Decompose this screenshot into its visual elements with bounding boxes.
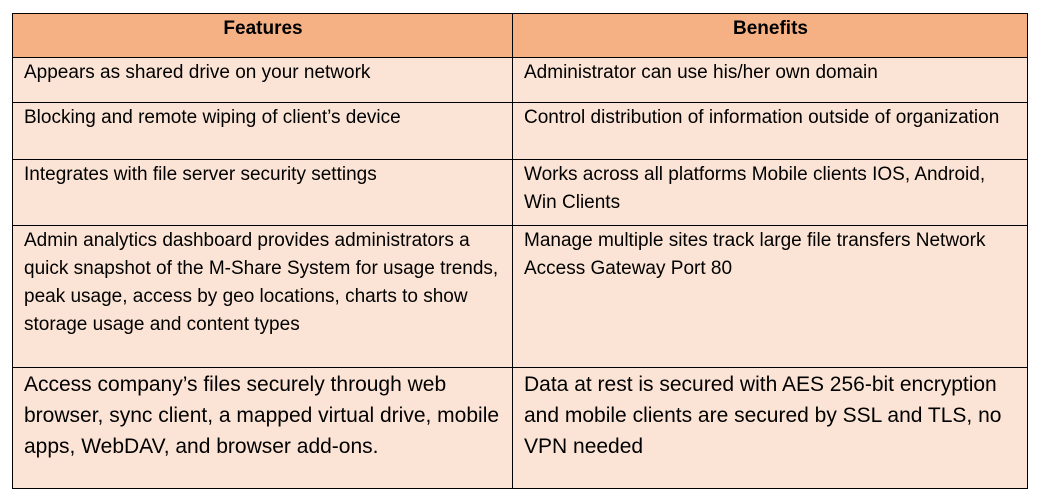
feature-cell: Integrates with file server security set… bbox=[12, 159, 513, 226]
table-row: Appears as shared drive on your network … bbox=[12, 57, 1028, 103]
header-features: Features bbox=[12, 13, 513, 58]
table-header-row: Features Benefits bbox=[12, 13, 1028, 58]
feature-cell: Admin analytics dashboard provides admin… bbox=[12, 225, 513, 368]
feature-cell: Appears as shared drive on your network bbox=[12, 57, 513, 103]
feature-cell: Blocking and remote wiping of client’s d… bbox=[12, 102, 513, 160]
feature-cell: Access company’s files securely through … bbox=[12, 367, 513, 489]
benefit-cell: Works across all platforms Mobile client… bbox=[512, 159, 1028, 226]
table-row: Integrates with file server security set… bbox=[12, 159, 1028, 226]
benefit-cell: Data at rest is secured with AES 256-bit… bbox=[512, 367, 1028, 489]
table-row: Admin analytics dashboard provides admin… bbox=[12, 225, 1028, 368]
benefit-cell: Manage multiple sites track large file t… bbox=[512, 225, 1028, 368]
table-row: Blocking and remote wiping of client’s d… bbox=[12, 102, 1028, 160]
benefit-cell: Control distribution of information outs… bbox=[512, 102, 1028, 160]
header-benefits: Benefits bbox=[512, 13, 1028, 58]
table-row: Access company’s files securely through … bbox=[12, 367, 1028, 489]
features-benefits-table: Features Benefits Appears as shared driv… bbox=[12, 13, 1028, 489]
benefit-cell: Administrator can use his/her own domain bbox=[512, 57, 1028, 103]
